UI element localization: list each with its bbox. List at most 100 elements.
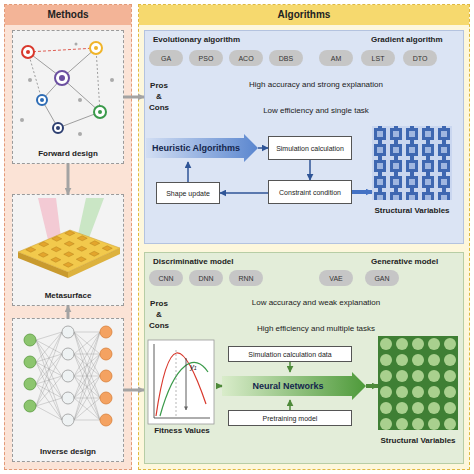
node-text: Generative model (371, 257, 438, 266)
text-holder: Heuristic Algorithms (146, 134, 246, 162)
text-holder: Constraint condition (269, 181, 351, 203)
forward-network (20, 42, 114, 136)
flow-arrow (352, 190, 372, 194)
node-text: Structural Variables (374, 206, 449, 215)
node-text: Metasurface (45, 291, 92, 300)
meta-atom (102, 246, 112, 251)
text-holder: Generative model (371, 257, 461, 266)
meta-atom (90, 241, 100, 246)
method-pill: CNN (149, 270, 183, 286)
node-text: Shape update (166, 190, 210, 197)
node-text: Pretraining model (263, 415, 318, 422)
node-text: Constraint condition (279, 189, 341, 196)
network-link (74, 332, 100, 398)
text-holder: Gradient algorithm (371, 35, 461, 44)
network-link (36, 332, 62, 384)
network-link (74, 398, 100, 420)
network-link (74, 354, 100, 420)
structure-pattern-blue (372, 126, 452, 200)
network-link (74, 398, 100, 420)
method-pill: GAN (365, 270, 399, 286)
node-text: Forward design (38, 149, 98, 158)
meta-atom (39, 242, 49, 247)
inverse-network (24, 326, 112, 426)
label-holder: Pros & Cons (148, 80, 170, 113)
text-holder: Methods (5, 5, 131, 25)
node-text: Simulation calculation data (248, 351, 331, 358)
network-link (36, 362, 62, 420)
network-link (74, 332, 100, 354)
node-text: DNN (198, 275, 213, 282)
node-text: Fitness Values (154, 426, 210, 435)
flow-arrow (187, 162, 189, 182)
annotation-text: High accuracy and strong explanation (249, 80, 383, 89)
text-holder: Metasurface (13, 291, 123, 300)
network-link (74, 332, 100, 376)
node-text: y₁ (190, 362, 197, 371)
node-text: CNN (158, 275, 173, 282)
meta-atom (52, 236, 62, 241)
process-box: Shape update (156, 182, 220, 204)
text-holder: Shape update (157, 183, 219, 203)
text-holder: GA (149, 50, 183, 66)
node-text: Inverse design (40, 447, 96, 456)
network-link (74, 376, 100, 420)
label-holder: Low accuracy and weak explanation (176, 298, 456, 308)
meta-atom (64, 252, 74, 257)
flow-arrow (309, 160, 311, 180)
node-text: Algorithms (278, 9, 331, 20)
node-text: Simulation calculation (276, 145, 344, 152)
meta-atom (51, 247, 61, 252)
flow-arrow (124, 389, 144, 392)
flow-arrow (258, 147, 268, 149)
network-link (36, 354, 62, 406)
network-link (36, 398, 62, 406)
method-pill: DBS (269, 50, 303, 66)
text-holder: Structural Variables (372, 206, 452, 215)
meta-atom (76, 257, 86, 262)
network-link (74, 332, 100, 376)
node-text: Heuristic Algorithms (152, 143, 240, 153)
text-holder: VAE (319, 270, 353, 286)
network-link (36, 406, 62, 420)
network-link (36, 332, 62, 362)
structure-pattern-green (378, 336, 458, 430)
node-text: GA (161, 55, 171, 62)
method-pill: ACO (229, 50, 263, 66)
method-pill: AM (319, 50, 353, 66)
network-arrow: Neural Networks (222, 372, 366, 400)
text-holder: DBS (269, 50, 303, 66)
method-pill: DNN (189, 270, 223, 286)
text-holder: ACO (229, 50, 263, 66)
method-pill: GA (149, 50, 183, 66)
method-pill: DTO (403, 50, 437, 66)
fitness-plot (148, 340, 214, 424)
network-link (74, 354, 100, 420)
node-text: Structural Variables (380, 436, 455, 445)
text-holder: Inverse design (13, 447, 123, 456)
data-box: Simulation calculation data (228, 346, 352, 362)
flow-arrow (366, 384, 378, 388)
flow-arrow (220, 192, 268, 194)
text-holder: DTO (403, 50, 437, 66)
network-link (74, 332, 100, 420)
node-text: DBS (279, 55, 293, 62)
node-text: ACO (238, 55, 253, 62)
meta-atom (64, 241, 74, 246)
text-holder: PSO (189, 50, 223, 66)
text-holder: Forward design (13, 149, 123, 158)
text-holder: LST (361, 50, 395, 66)
flow-arrow (67, 306, 70, 318)
meta-atom (89, 251, 99, 256)
flow-arrow (289, 400, 291, 410)
text-holder: Pretraining model (229, 411, 351, 425)
node-text: PSO (199, 55, 214, 62)
label-holder: Pros & Cons (148, 298, 170, 331)
method-pill: RNN (229, 270, 263, 286)
text-holder: Simulation calculation data (229, 347, 351, 361)
network-link (36, 384, 62, 420)
label-holder: High efficiency and multiple tasks (176, 324, 456, 334)
flow-arrow (124, 96, 144, 99)
